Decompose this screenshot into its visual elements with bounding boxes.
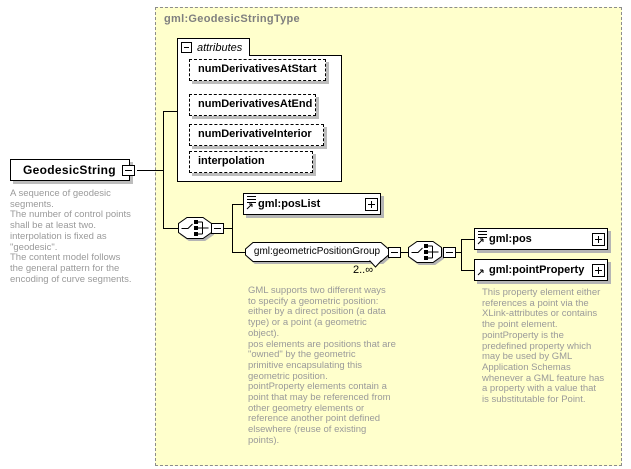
connector-line: [163, 228, 178, 229]
attribute-name: interpolation: [198, 155, 265, 167]
attribute-box[interactable]: numDerivativesAtEnd: [189, 94, 316, 116]
collapse-icon[interactable]: [122, 165, 135, 176]
collapse-icon[interactable]: [388, 247, 401, 258]
element-pos[interactable]: gml:pos: [474, 228, 608, 250]
attributes-group-tab[interactable]: attributes: [177, 38, 250, 56]
list-icon: [247, 196, 256, 204]
connector-line: [137, 170, 163, 171]
element-name: gml:pointProperty: [489, 264, 585, 276]
connector-line: [224, 228, 232, 229]
connector-line: [232, 204, 243, 205]
expand-icon[interactable]: [592, 233, 605, 246]
attribute-box[interactable]: numDerivativeInterior: [189, 124, 324, 146]
attribute-name: numDerivativesAtEnd: [198, 98, 313, 110]
connector-line: [163, 111, 164, 229]
occurrence-label: 2..∞: [353, 264, 374, 276]
expand-icon[interactable]: [365, 198, 378, 211]
element-name: gml:pos: [489, 233, 532, 245]
choice-compositor-icon[interactable]: [408, 241, 442, 263]
attribute-box[interactable]: interpolation: [189, 151, 313, 173]
annotation-pointproperty: This property element either references …: [482, 287, 605, 406]
collapse-icon[interactable]: [211, 223, 224, 234]
element-name: gml:posList: [258, 198, 321, 210]
connector-line: [456, 252, 461, 253]
connector-line: [401, 252, 408, 253]
attribute-name: numDerivativesAtStart: [198, 63, 317, 75]
connector-line: [461, 239, 462, 271]
element-poslist[interactable]: gml:posList: [243, 193, 381, 215]
group-name: gml:geometricPositionGroup: [253, 246, 381, 257]
collapse-icon[interactable]: [443, 247, 456, 258]
connector-line: [232, 204, 233, 253]
attributes-group-label: attributes: [197, 42, 243, 54]
choice-compositor-icon[interactable]: [178, 217, 212, 239]
complex-type-title: gml:GeodesicStringType: [164, 13, 300, 25]
group-geometricpositiongroup[interactable]: gml:geometricPositionGroup: [245, 242, 389, 262]
occurrence-notch-icon: [369, 260, 382, 268]
reference-arrow-icon: [246, 201, 254, 213]
connector-line: [461, 270, 474, 271]
connector-line: [232, 252, 245, 253]
reference-arrow-icon: [477, 267, 485, 279]
connector-line: [163, 111, 177, 112]
element-name: GeodesicString: [23, 163, 116, 177]
attribute-name: numDerivativeInterior: [198, 128, 312, 140]
collapse-icon[interactable]: [181, 42, 192, 53]
reference-arrow-icon: [477, 236, 485, 248]
element-geodesicstring[interactable]: GeodesicString: [10, 159, 130, 181]
element-pointproperty[interactable]: gml:pointProperty: [474, 259, 608, 281]
list-icon: [478, 231, 487, 239]
connector-line: [461, 239, 474, 240]
expand-icon[interactable]: [592, 264, 605, 277]
attribute-box[interactable]: numDerivativesAtStart: [189, 59, 326, 81]
annotation-geodesicstring: A sequence of geodesic segments. The num…: [10, 188, 132, 285]
annotation-geometricpositiongroup: GML supports two different ways to speci…: [248, 285, 396, 446]
